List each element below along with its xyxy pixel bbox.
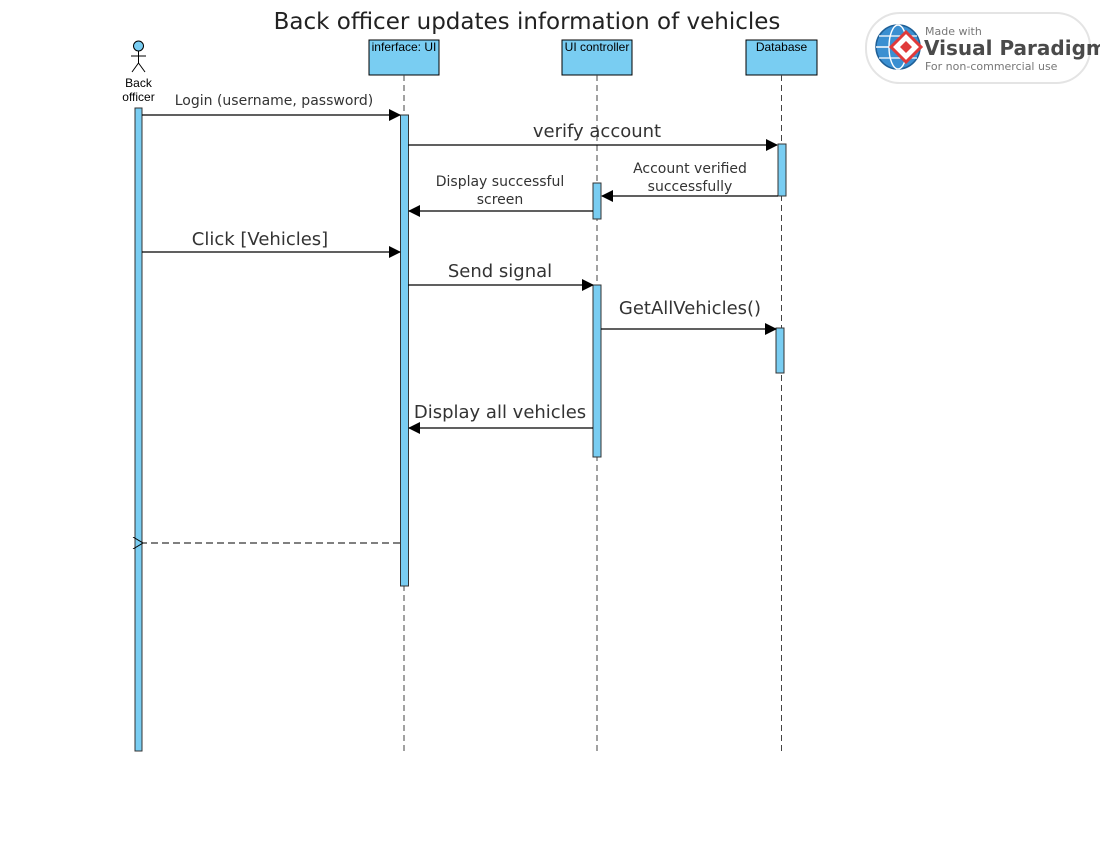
message-verified-label-line2: successfully	[648, 179, 733, 195]
message-display-success-label-line1: Display successful	[436, 174, 565, 190]
lifeline-ui[interactable]: inferface: UI	[368, 39, 440, 76]
watermark-line2: Visual Paradigm	[924, 36, 1100, 60]
activation-controller-1	[592, 182, 602, 220]
actor-head	[133, 40, 144, 52]
activation-database-1	[777, 143, 787, 197]
lifeline-ui-label: inferface: UI	[372, 40, 437, 54]
diagram-title: Back officer updates information of vehi…	[274, 9, 781, 35]
actor-left-leg	[131, 62, 139, 73]
actor-back-officer[interactable]: Back officer	[122, 40, 155, 104]
lifeline-database-label: Database	[756, 40, 808, 54]
visual-paradigm-logo	[875, 24, 924, 70]
watermark-line3: For non-commercial use	[925, 60, 1058, 73]
message-display-all-label: Display all vehicles	[414, 402, 586, 423]
actor-right-leg	[138, 62, 146, 73]
lifeline-database-head	[745, 39, 818, 76]
activation-ui	[400, 114, 409, 587]
message-login-label: Login (username, password)	[175, 93, 374, 109]
watermark-badge	[865, 12, 1091, 84]
message-get-all-vehicles-label: GetAllVehicles()	[619, 298, 761, 319]
visual-paradigm-watermark: Made with Visual Paradigm For non-commer…	[865, 12, 1100, 84]
activation-controller-2	[592, 284, 602, 458]
lifeline-controller-head	[561, 39, 633, 76]
lifeline-controller[interactable]: UI controller	[561, 39, 633, 76]
message-send-signal-label: Send signal	[448, 261, 552, 282]
message-verified-label-line1: Account verified	[633, 161, 747, 177]
activation-actor	[134, 107, 143, 752]
message-verify-label: verify account	[533, 121, 661, 142]
message-display-success-label-line2: screen	[477, 192, 524, 208]
lifeline-controller-label: UI controller	[565, 40, 630, 54]
message-click-vehicles-label: Click [Vehicles]	[192, 229, 328, 250]
actor-label-line2: officer	[122, 90, 154, 104]
lifeline-ui-head	[368, 39, 440, 76]
actor-label-line1: Back	[125, 76, 153, 90]
watermark-line1: Made with	[925, 25, 982, 38]
activation-database-2	[775, 327, 785, 374]
lifeline-database[interactable]: Database	[745, 39, 818, 76]
